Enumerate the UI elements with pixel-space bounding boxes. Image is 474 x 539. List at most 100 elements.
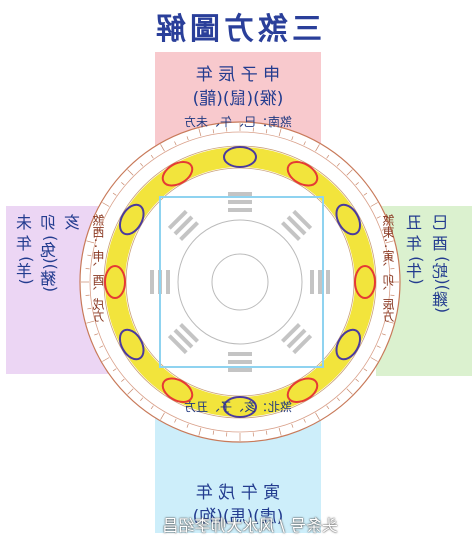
degree-tick: [198, 128, 202, 137]
degree-tick: [140, 397, 144, 401]
trigram-bar: [179, 323, 199, 343]
sector-ellipse: [335, 203, 362, 236]
degree-tick: [121, 378, 125, 382]
degree-tick: [336, 397, 340, 401]
degree-tick: [291, 136, 294, 141]
sector-ellipse: [223, 146, 257, 168]
sector-ellipse: [118, 203, 145, 236]
trigram-bar: [286, 215, 307, 236]
trigram-bar: [167, 334, 188, 355]
sector-ellipse: [161, 160, 194, 187]
left-sha-direction-note: 煞西：申、酉、戌方: [92, 214, 106, 322]
degree-tick: [336, 163, 340, 167]
degree-tick: [127, 388, 134, 395]
top-animals-label: (猴)(鼠)(龍): [192, 89, 284, 109]
degree-tick: [140, 163, 144, 167]
bottom-years-label: 寅 午 戌 年: [195, 483, 281, 503]
watermark: 头条号 / 风水大师李绍昌: [162, 516, 338, 535]
sector-ellipse: [118, 328, 145, 361]
yellow-band-ring: [105, 147, 375, 417]
degree-tick: [160, 144, 165, 152]
trigram-bar: [286, 328, 307, 349]
left-col-3: 亥: [64, 214, 83, 230]
sector-ellipse: [335, 328, 362, 361]
degree-tick: [376, 345, 381, 348]
degree-tick: [174, 141, 177, 146]
degree-tick: [198, 427, 202, 436]
degree-ticks: [81, 123, 399, 441]
degree-tick: [346, 169, 353, 176]
degree-tick: [99, 345, 104, 348]
left-col-2: 卯 (兔)(豬): [40, 214, 59, 293]
degree-tick: [99, 216, 104, 219]
degree-tick: [355, 378, 359, 382]
degree-tick: [150, 154, 154, 159]
degree-tick: [381, 228, 386, 231]
degree-tick: [94, 333, 99, 336]
center-square-outline: [159, 196, 324, 368]
degree-tick: [355, 182, 359, 186]
degree-tick: [370, 202, 378, 207]
degree-tick: [363, 368, 368, 372]
degree-tick: [212, 430, 215, 435]
trigram-inner-ring: [177, 219, 303, 345]
trigram-bar: [167, 209, 188, 230]
degree-tick: [388, 307, 393, 310]
trigram-bar: [173, 328, 194, 349]
sector-ellipse: [104, 265, 126, 299]
sector-ellipse: [223, 396, 257, 418]
top-years-label: 申 子 辰 年: [195, 65, 281, 85]
degree-tick: [127, 169, 134, 176]
degree-tick: [346, 388, 353, 395]
degree-tick: [160, 412, 165, 420]
degree-tick: [381, 333, 386, 336]
degree-tick: [370, 357, 378, 362]
degree-tick: [303, 418, 306, 423]
degree-tick: [385, 240, 394, 244]
degree-tick: [186, 136, 189, 141]
left-col-1: 未 年 (羊): [16, 214, 35, 285]
sector-ellipses: [104, 146, 376, 418]
degree-tick: [315, 144, 320, 152]
trigram-bar: [292, 209, 313, 230]
trigram-marks: [150, 192, 330, 372]
trigram-bar: [292, 334, 313, 355]
sector-ellipse: [161, 377, 194, 404]
degree-tick: [388, 254, 393, 257]
degree-tick: [150, 405, 154, 410]
degree-tick: [315, 412, 320, 420]
degree-tick: [385, 320, 394, 324]
degree-tick: [112, 192, 117, 196]
degree-tick: [265, 430, 268, 435]
degree-tick: [376, 216, 381, 219]
outer-ring-inner-line: [89, 131, 391, 433]
trigram-bar: [281, 323, 301, 343]
sector-ellipse: [286, 377, 319, 404]
degree-tick: [291, 423, 294, 428]
degree-tick: [121, 182, 125, 186]
degree-tick: [112, 368, 117, 372]
degree-tick: [326, 154, 330, 159]
degree-tick: [278, 427, 282, 436]
degree-tick: [87, 307, 92, 310]
degree-tick: [86, 320, 95, 324]
degree-tick: [87, 254, 92, 257]
trigram-bar: [173, 215, 194, 236]
degree-tick: [326, 405, 330, 410]
degree-tick: [102, 357, 110, 362]
degree-tick: [363, 192, 368, 196]
sector-ellipse: [354, 265, 376, 299]
sector-ellipse: [286, 160, 319, 187]
degree-tick: [86, 240, 95, 244]
degree-tick: [174, 418, 177, 423]
right-col-1: 丑 年 (牛): [406, 214, 425, 285]
degree-tick: [186, 423, 189, 428]
top-sha-direction-note: 煞南：巳、午、未方: [184, 115, 293, 129]
degree-tick: [265, 129, 268, 134]
degree-tick: [212, 129, 215, 134]
trigram-bar: [179, 221, 199, 241]
degree-tick: [278, 128, 282, 137]
degree-tick: [102, 202, 110, 207]
center-circle: [211, 253, 269, 311]
